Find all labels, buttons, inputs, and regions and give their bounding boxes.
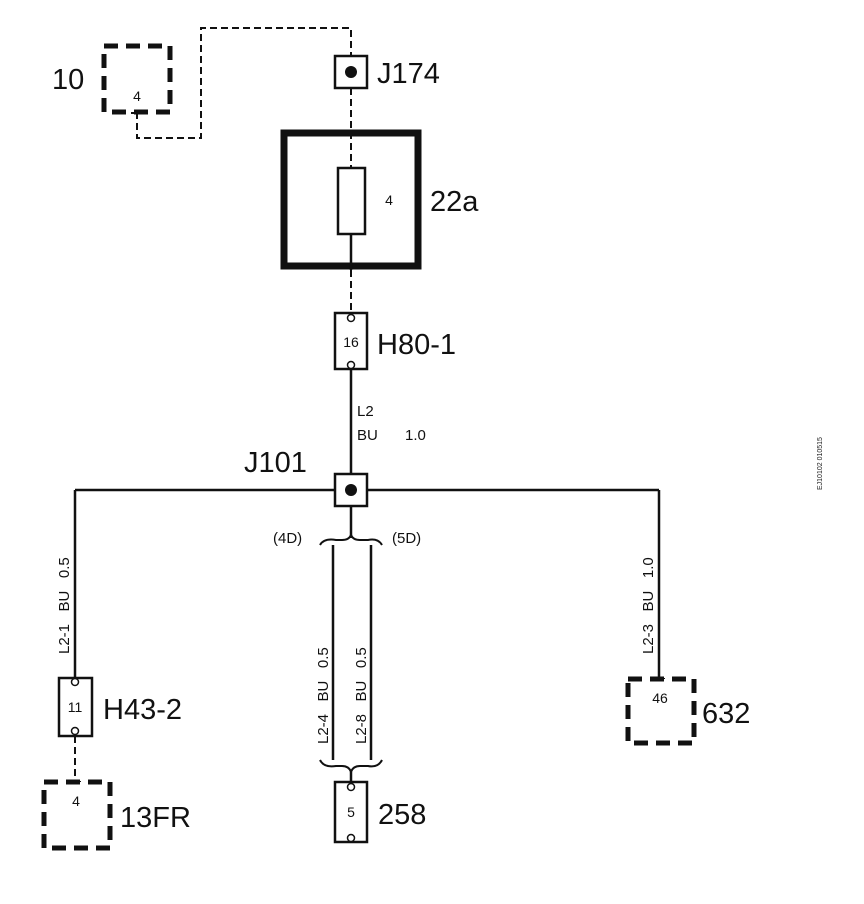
h43-bottom-pin [70,726,80,736]
j101-node [345,484,357,496]
j174-label: J174 [377,58,440,90]
wire-10-to-j174 [136,27,352,139]
h43-pin: 11 [68,699,83,715]
fuse-pin: 4 [385,192,393,208]
wire-l2-id: L2 [357,403,374,420]
j101-label: J101 [244,447,307,479]
wire-l2-1-label: L2-1 BU 0.5 [56,557,73,654]
component-13fr-pin: 4 [72,793,80,809]
brace-bottom [319,759,383,776]
variant-5d: (5D) [392,530,421,547]
component-10-label: 10 [52,64,84,96]
h80-bottom-pin [346,360,356,370]
component-13fr-box [41,779,113,851]
brace-top [319,532,383,546]
component-632-label: 632 [702,698,750,730]
wire-l2-color: BU [357,427,378,444]
h43-label: H43-2 [103,694,182,726]
j174-node [345,66,357,78]
component-10-pin: 4 [133,88,141,104]
component-258-top-pin [346,782,356,792]
wire-l2-8-label: L2-8 BU 0.5 [353,647,370,744]
component-13fr-label: 13FR [120,802,191,834]
component-258-pin: 5 [347,804,355,820]
fuse-label: 22a [430,186,479,218]
component-632-pin: 46 [652,690,668,706]
h80-top-pin [346,313,356,323]
wire-l2-4-label: L2-4 BU 0.5 [315,647,332,744]
fuse-element [336,166,367,236]
wire-l2-size: 1.0 [405,427,426,444]
wire-l2-3-label: L2-3 BU 1.0 [640,557,657,654]
h43-top-pin [70,677,80,687]
h80-pin: 16 [343,334,359,350]
figure-id: EJ10102 010515 [817,437,824,490]
component-258-label: 258 [378,799,426,831]
component-632-box [625,676,697,746]
component-258-bottom-pin [346,833,356,843]
variant-4d: (4D) [273,530,302,547]
h80-label: H80-1 [377,329,456,361]
